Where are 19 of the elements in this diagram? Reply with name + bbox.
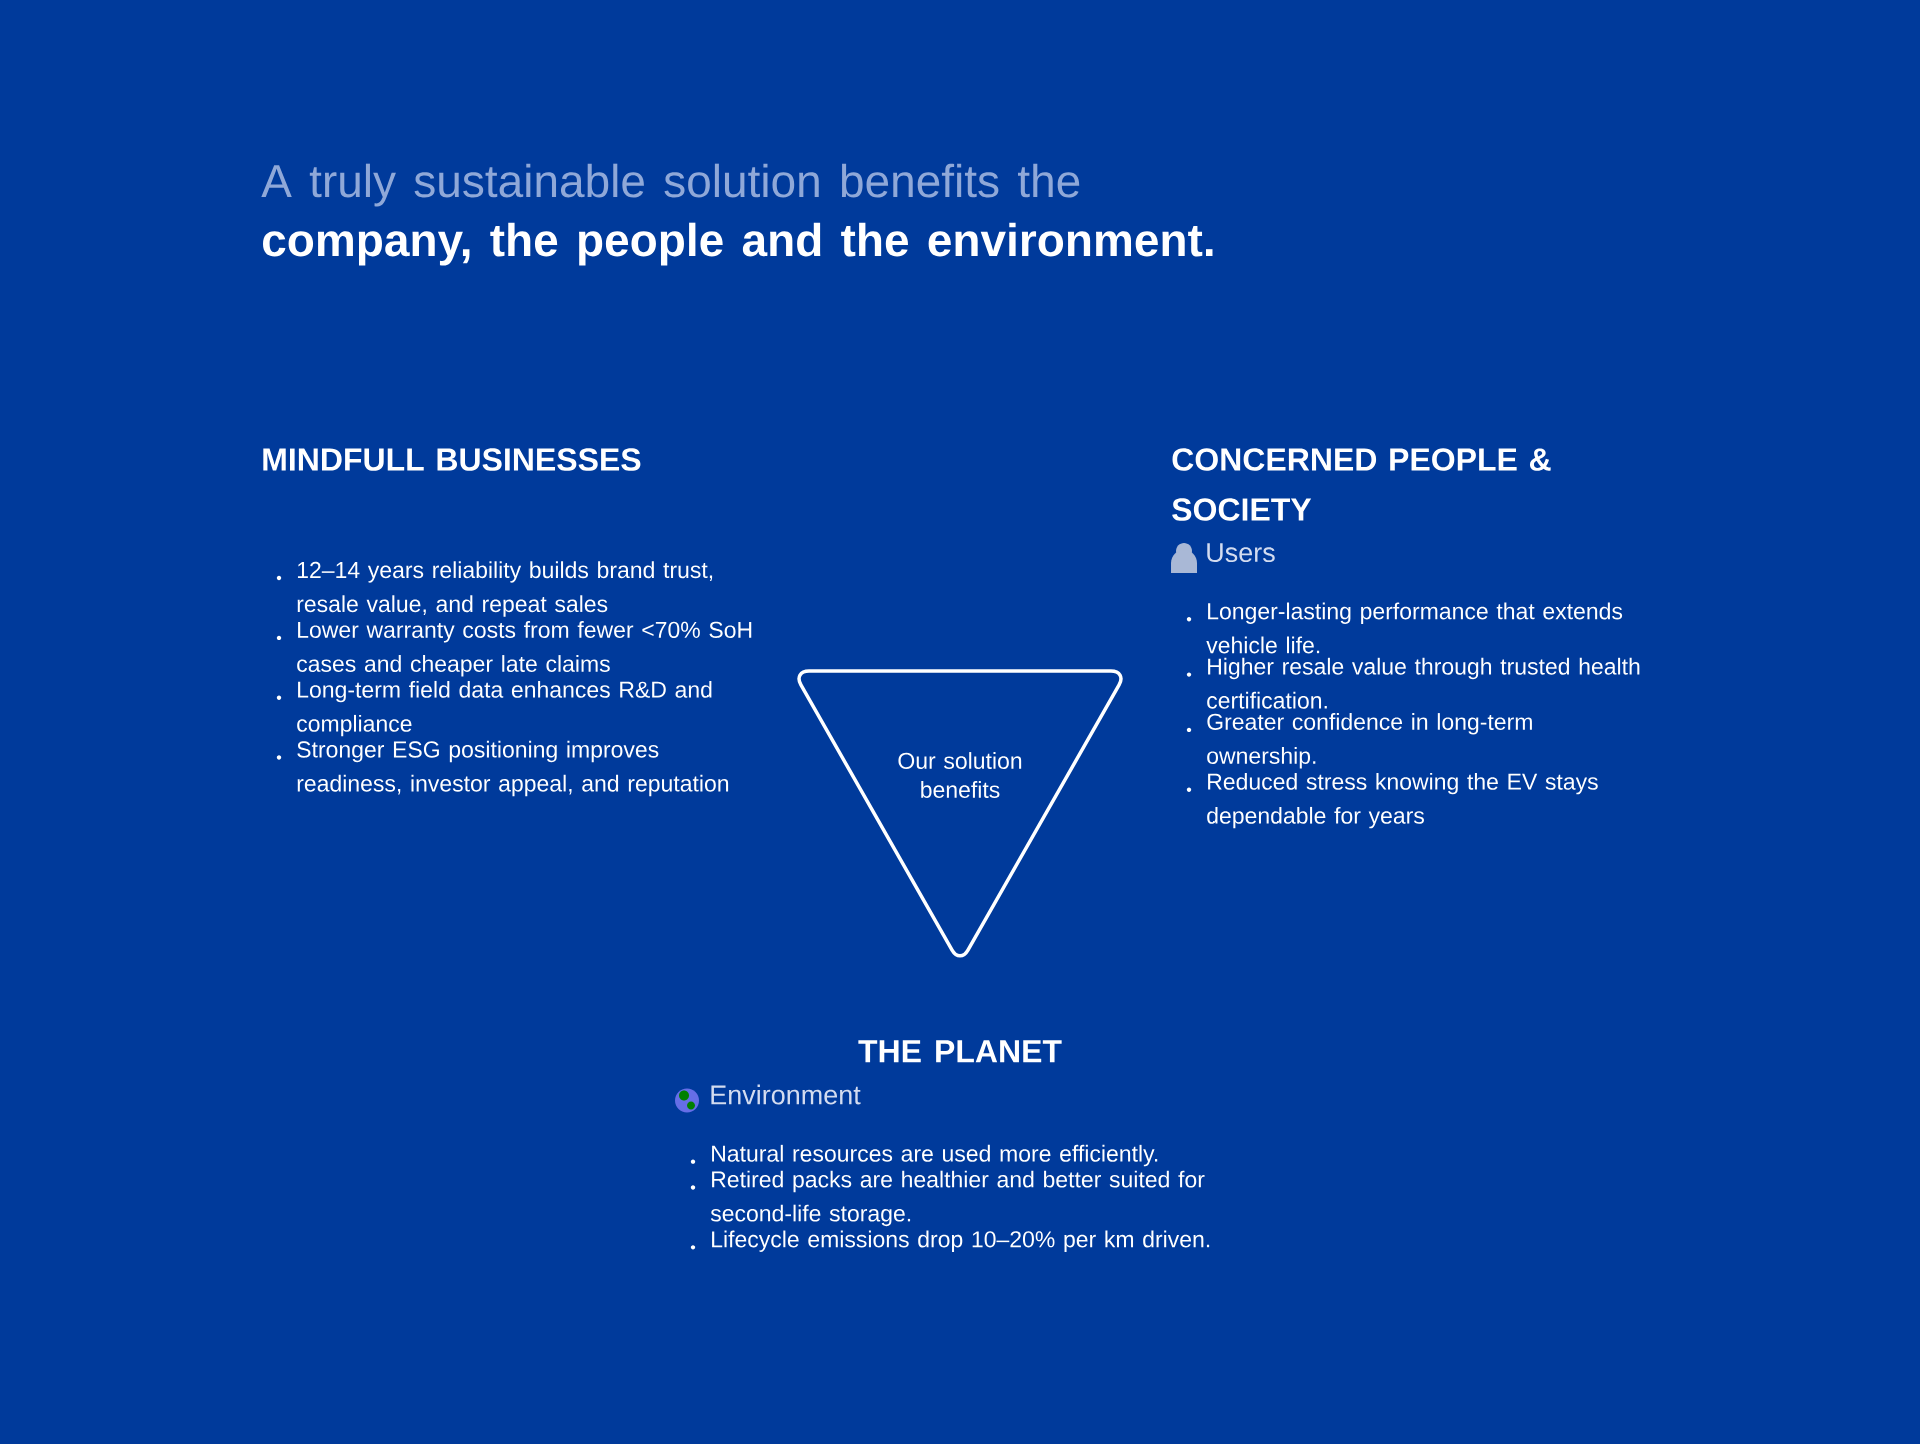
- bullet-text: Higher resale value through trusted health certification.: [1207, 657, 1640, 709]
- section-heading: MINDFULL BUSINESSES: [263, 448, 641, 471]
- triangle: Our solution benefits: [797, 669, 1123, 958]
- bullet-text: Greater confidence in long-term ownership.: [1207, 713, 1532, 769]
- section-heading: CONCERNED PEOPLE & SOCIETY: [1172, 448, 1551, 521]
- bullet-text: Longer-lasting performance that extends vehicle life.: [1206, 602, 1623, 654]
- bullet-text: Lifecycle emissions drop 10–20% per km driven.: [712, 1230, 1210, 1252]
- subheading: Users: [1207, 543, 1275, 563]
- bullet-text: Stronger ESG positioning improves readiness, investor appeal, and reputation: [297, 740, 729, 797]
- bullet-text: Long-term field data enhances R&D and compliance: [297, 680, 712, 737]
- bullet-text: Natural resources are used more efficiently.: [712, 1144, 1158, 1167]
- heading: company, the people and the environment.: [263, 222, 1213, 266]
- section-heading: THE PLANET: [858, 1040, 1062, 1063]
- bullet-text: Lower warranty costs from fewer <70% SoH cases and cheaper late claims: [297, 621, 752, 677]
- bullet-text: 12–14 years reliability builds brand trust, resale value, and repeat sales: [297, 561, 713, 617]
- subheading: Environment: [711, 1084, 861, 1105]
- heading: A truly sustainable solution benefits the: [261, 163, 1080, 207]
- bullet-text: Retired packs are healthier and better suited for second-life storage.: [710, 1170, 1205, 1227]
- bullet-text: Reduced stress knowing the EV stays dependable for years: [1207, 772, 1598, 829]
